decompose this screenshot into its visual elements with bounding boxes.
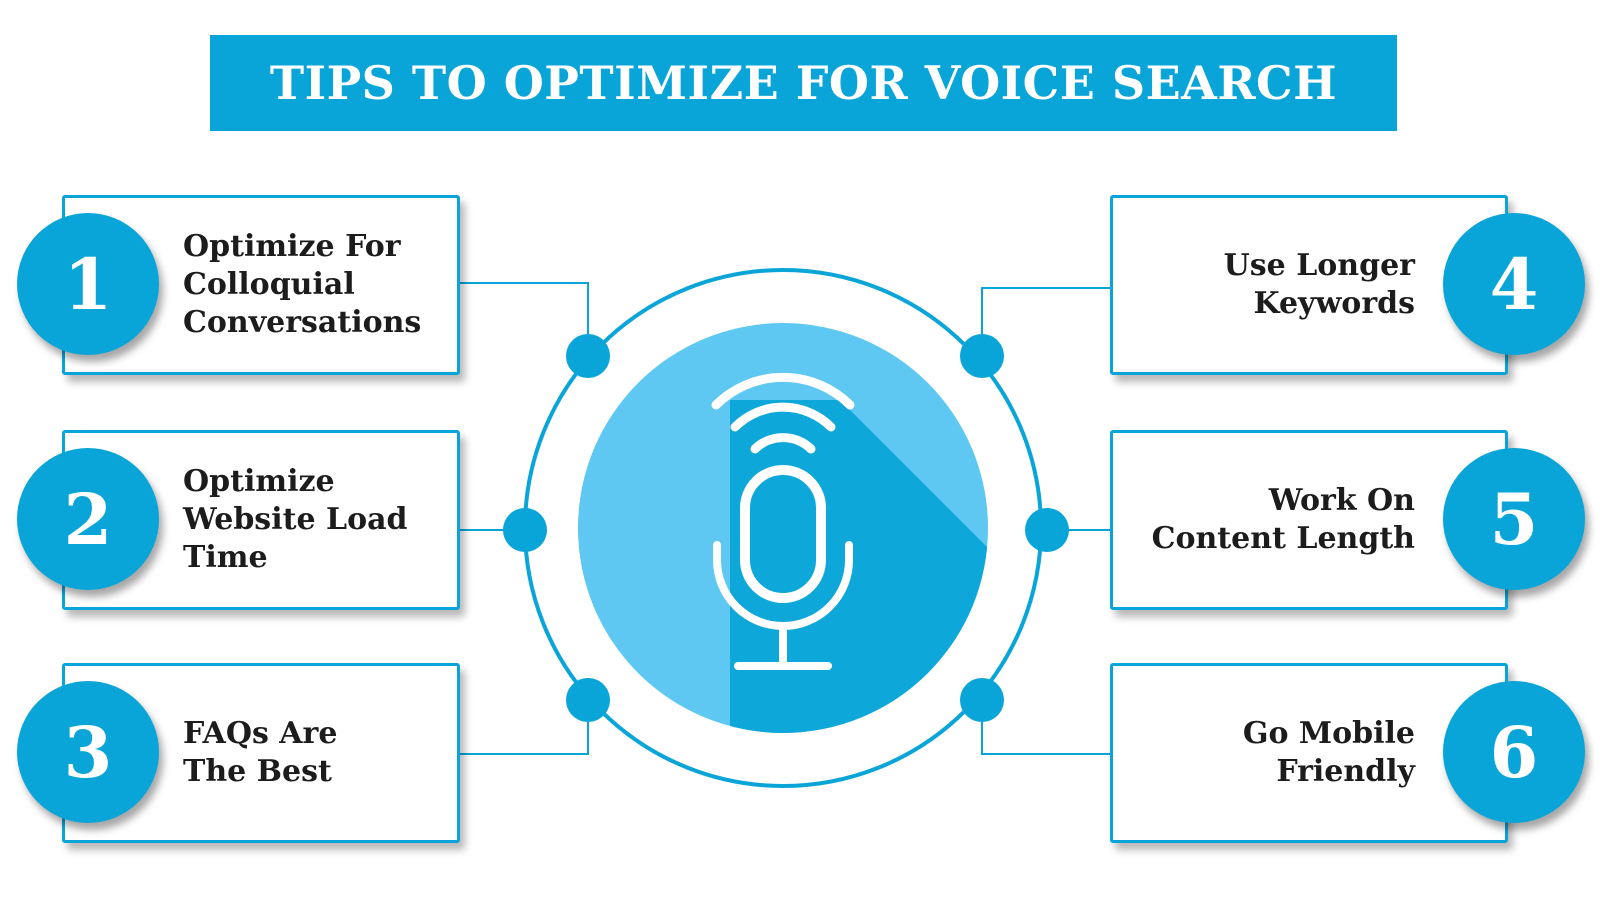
number-badge-1: 1 [17, 213, 159, 355]
connector-dot-5 [1025, 508, 1069, 552]
number-badge-5: 5 [1443, 448, 1585, 590]
page-title: TIPS TO OPTIMIZE FOR VOICE SEARCH [269, 56, 1338, 110]
title-banner: TIPS TO OPTIMIZE FOR VOICE SEARCH [210, 35, 1397, 131]
tip-card-6: Go Mobile Friendly [1110, 663, 1508, 843]
tip-text-2: Optimize Website Load Time [183, 464, 408, 575]
tip-card-5: Work On Content Length [1110, 430, 1508, 610]
tip-text-4: Use Longer Keywords [1223, 248, 1415, 321]
connector-dot-6 [960, 678, 1004, 722]
connector-4 [981, 287, 1112, 356]
number-badge-3: 3 [17, 681, 159, 823]
tip-text-3: FAQs Are The Best [183, 716, 338, 789]
connector-1 [460, 282, 589, 356]
tip-text-5: Work On Content Length [1151, 483, 1415, 556]
microphone-icon [711, 372, 855, 670]
connector-dot-1 [566, 334, 610, 378]
tip-text-1: Optimize For Colloquial Conversations [183, 229, 422, 340]
connector-dot-3 [566, 678, 610, 722]
number-badge-6: 6 [1443, 681, 1585, 823]
number-badge-4: 4 [1443, 213, 1585, 355]
connector-dot-2 [503, 508, 547, 552]
tip-text-6: Go Mobile Friendly [1242, 716, 1415, 789]
connector-dot-4 [960, 334, 1004, 378]
tip-card-4: Use Longer Keywords [1110, 195, 1508, 375]
number-badge-2: 2 [17, 448, 159, 590]
